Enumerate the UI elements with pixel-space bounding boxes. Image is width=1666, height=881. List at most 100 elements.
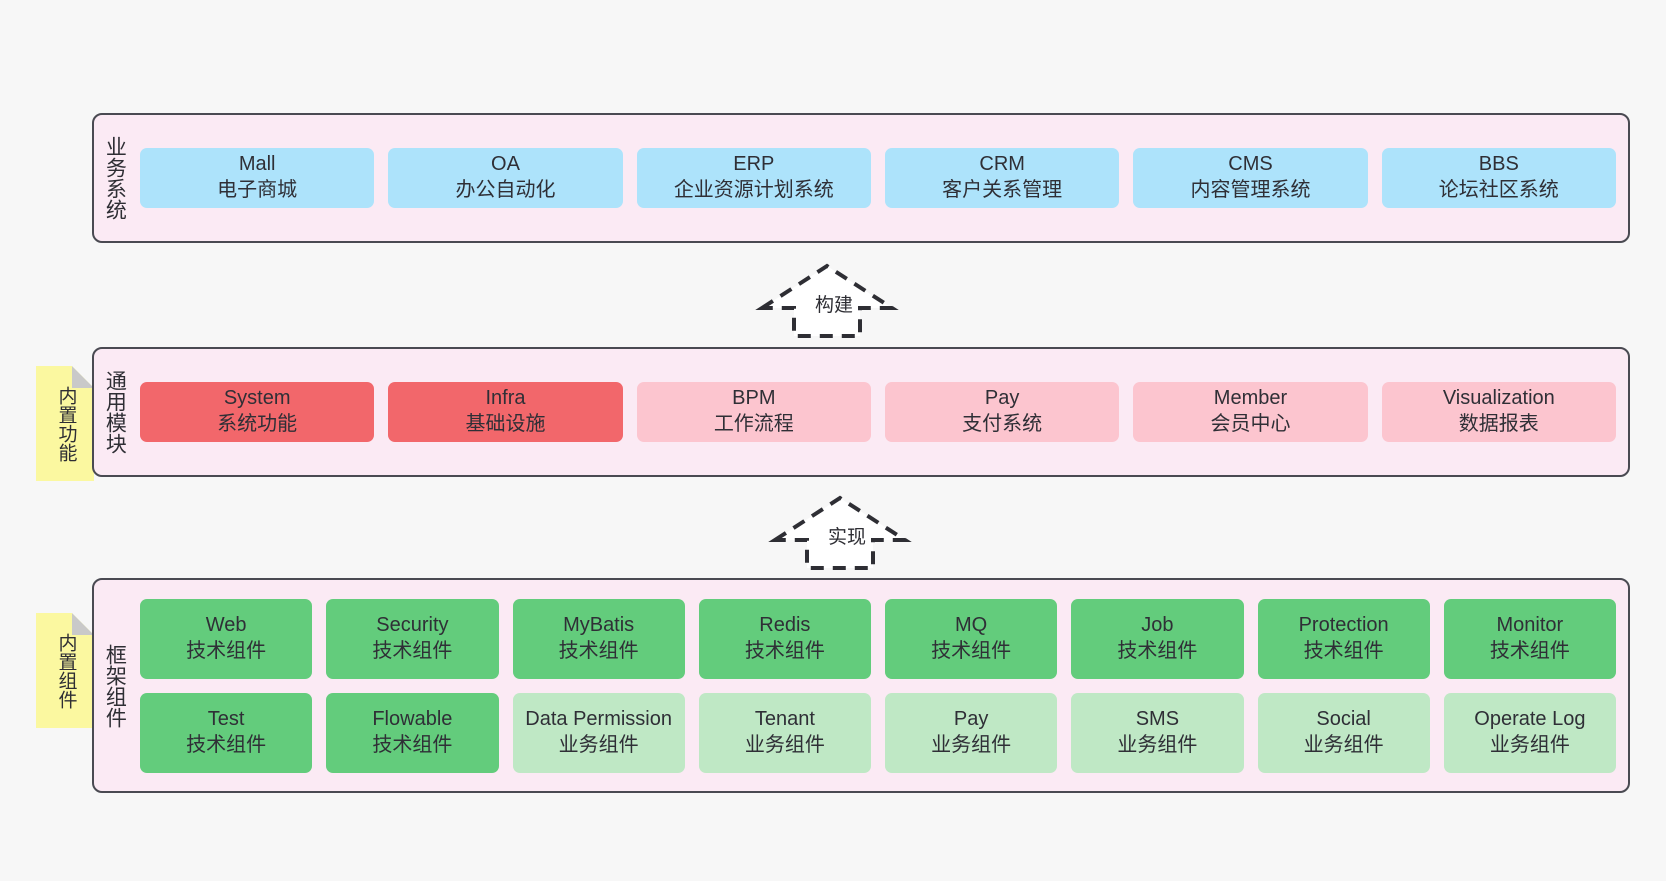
module-name: Tenant — [754, 707, 815, 730]
module-box-operate-log[interactable]: Operate Log 业务组件 — [1443, 692, 1616, 773]
module-name: Web — [205, 613, 247, 636]
module-name: Member — [1213, 387, 1288, 410]
module-box-tenant[interactable]: Tenant 业务组件 — [698, 692, 871, 773]
module-name: Test — [207, 707, 245, 730]
module-name: Operate Log — [1474, 707, 1586, 730]
module-box-oa[interactable]: OA 办公自动化 — [388, 148, 623, 208]
module-subtitle: 业务组件 — [931, 733, 1012, 756]
module-name: Pay — [953, 707, 989, 730]
module-name: System — [223, 387, 291, 410]
module-box-system[interactable]: System 系统功能 — [140, 382, 375, 442]
module-subtitle: 论坛社区系统 — [1438, 179, 1559, 201]
module-box-bbs[interactable]: BBS 论坛社区系统 — [1381, 148, 1616, 208]
layer-body-business-system: Mall 电子商城 OA 办公自动化 ERP 企业资源计划系统 CRM 客户关系… — [134, 115, 1628, 241]
module-box-monitor[interactable]: Monitor 技术组件 — [1443, 598, 1616, 679]
module-subtitle: 技术组件 — [744, 639, 825, 662]
module-subtitle: 业务组件 — [1117, 733, 1198, 756]
module-box-pay-business[interactable]: Pay 业务组件 — [885, 692, 1058, 773]
layer-common-module: 通用模块 System 系统功能 Infra 基础设施 BPM 工作流程 Pay… — [92, 347, 1630, 477]
module-box-infra[interactable]: Infra 基础设施 — [388, 382, 623, 442]
layer-body-common-module: System 系统功能 Infra 基础设施 BPM 工作流程 Pay 支付系统… — [134, 349, 1628, 475]
module-subtitle: 内容管理系统 — [1190, 179, 1311, 201]
module-name: Infra — [485, 387, 526, 410]
module-name: OA — [491, 153, 520, 176]
module-box-sms[interactable]: SMS 业务组件 — [1071, 692, 1244, 773]
module-subtitle: 客户关系管理 — [942, 179, 1063, 201]
module-subtitle: 业务组件 — [1489, 733, 1570, 756]
note-fold-corner — [72, 613, 94, 635]
module-name: MyBatis — [563, 613, 635, 636]
module-box-flowable[interactable]: Flowable 技术组件 — [326, 692, 499, 773]
module-box-crm[interactable]: CRM 客户关系管理 — [884, 148, 1120, 208]
module-subtitle: 技术组件 — [372, 639, 453, 662]
module-subtitle: 电子商城 — [217, 179, 298, 201]
module-name: Redis — [759, 613, 811, 636]
module-box-data-permission[interactable]: Data Permission 业务组件 — [512, 692, 685, 773]
layer-title-framework-component: 框架组件 — [103, 643, 127, 728]
module-box-test[interactable]: Test 技术组件 — [140, 692, 313, 773]
module-subtitle: 技术组件 — [931, 639, 1012, 662]
module-box-web[interactable]: Web 技术组件 — [140, 598, 313, 679]
module-subtitle: 业务组件 — [744, 733, 825, 756]
layer-row: Mall 电子商城 OA 办公自动化 ERP 企业资源计划系统 CRM 客户关系… — [140, 148, 1616, 208]
module-subtitle: 系统功能 — [217, 413, 298, 435]
module-name: MQ — [955, 613, 988, 636]
module-name: Monitor — [1496, 613, 1564, 636]
arrow-build-label: 构建 — [815, 295, 854, 316]
module-subtitle: 技术组件 — [1117, 639, 1198, 662]
module-name: Job — [1141, 613, 1174, 636]
module-box-protection[interactable]: Protection 技术组件 — [1257, 598, 1430, 679]
layer-row: Test 技术组件 Flowable 技术组件 Data Permission … — [140, 692, 1616, 773]
module-subtitle: 数据报表 — [1458, 413, 1539, 435]
module-name: Pay — [984, 387, 1020, 410]
arrow-build-icon — [755, 263, 899, 338]
module-name: Data Permission — [525, 707, 672, 730]
note-text: 内置功能 — [55, 385, 77, 462]
module-box-bpm[interactable]: BPM 工作流程 — [636, 382, 871, 442]
module-box-visualization[interactable]: Visualization 数据报表 — [1381, 382, 1616, 442]
module-name: Protection — [1298, 613, 1389, 636]
module-subtitle: 办公自动化 — [455, 179, 556, 201]
module-subtitle: 工作流程 — [713, 413, 794, 435]
module-subtitle: 支付系统 — [962, 413, 1043, 435]
layer-title-common-module: 通用模块 — [103, 370, 127, 454]
module-name: Mall — [238, 153, 276, 176]
module-box-social[interactable]: Social 业务组件 — [1257, 692, 1430, 773]
module-name: Social — [1316, 707, 1371, 730]
module-subtitle: 技术组件 — [558, 639, 639, 662]
module-box-mall[interactable]: Mall 电子商城 — [140, 148, 375, 208]
module-name: BPM — [732, 387, 776, 410]
module-box-mq[interactable]: MQ 技术组件 — [885, 598, 1058, 679]
layer-row: Web 技术组件 Security 技术组件 MyBatis 技术组件 Redi… — [140, 598, 1616, 679]
layer-business-system: 业务系统 Mall 电子商城 OA 办公自动化 ERP 企业资源计划系统 CRM… — [92, 113, 1630, 243]
note-builtin-function: 内置功能 — [36, 366, 94, 481]
module-subtitle: 企业资源计划系统 — [673, 179, 834, 201]
module-box-security[interactable]: Security 技术组件 — [326, 598, 499, 679]
layer-framework-component: 框架组件 Web 技术组件 Security 技术组件 MyBatis 技术组件… — [92, 578, 1630, 793]
module-box-job[interactable]: Job 技术组件 — [1071, 598, 1244, 679]
module-subtitle: 技术组件 — [1489, 639, 1570, 662]
module-box-pay[interactable]: Pay 支付系统 — [884, 382, 1120, 442]
arrow-implement-label: 实现 — [828, 527, 867, 548]
layer-body-framework-component: Web 技术组件 Security 技术组件 MyBatis 技术组件 Redi… — [134, 580, 1628, 791]
module-name: Visualization — [1442, 387, 1555, 410]
module-name: CMS — [1228, 153, 1273, 176]
module-subtitle: 业务组件 — [558, 733, 639, 756]
module-subtitle: 基础设施 — [465, 413, 546, 435]
module-name: CRM — [979, 153, 1025, 176]
note-text: 内置组件 — [55, 632, 77, 709]
module-box-cms[interactable]: CMS 内容管理系统 — [1133, 148, 1368, 208]
note-fold-corner — [72, 366, 94, 388]
module-subtitle: 技术组件 — [186, 733, 267, 756]
module-box-erp[interactable]: ERP 企业资源计划系统 — [636, 148, 871, 208]
module-box-member[interactable]: Member 会员中心 — [1133, 382, 1368, 442]
note-builtin-component: 内置组件 — [36, 613, 94, 728]
module-subtitle: 技术组件 — [372, 733, 453, 756]
module-subtitle: 会员中心 — [1210, 413, 1291, 435]
module-box-redis[interactable]: Redis 技术组件 — [698, 598, 871, 679]
module-name: BBS — [1478, 153, 1519, 176]
arrow-implement-icon — [768, 495, 912, 570]
arrow-implement — [765, 490, 925, 576]
module-box-mybatis[interactable]: MyBatis 技术组件 — [512, 598, 685, 679]
